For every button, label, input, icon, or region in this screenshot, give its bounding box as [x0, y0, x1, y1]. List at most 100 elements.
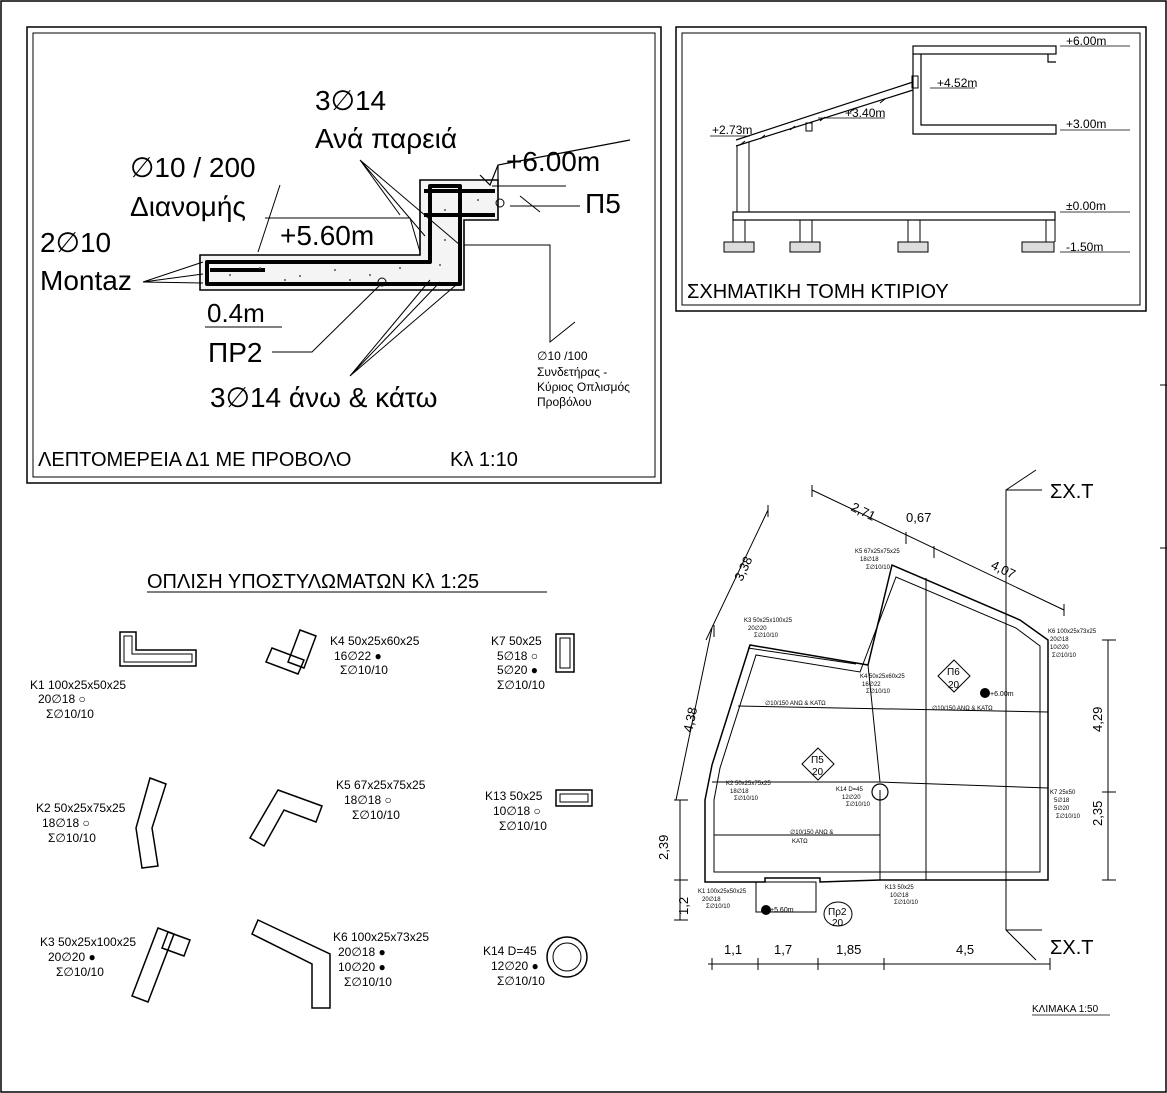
- column-k5-name: K5 67x25x75x25: [336, 778, 426, 792]
- column-k7-name: K7 50x25: [491, 634, 542, 648]
- rebar-main: [205, 184, 462, 286]
- detail-stirrup-3: Κύριος Οπλισμός: [537, 380, 630, 394]
- plan-k14-bars: 12∅20: [842, 794, 861, 801]
- plan-k7-bars-2: 5∅20: [1054, 805, 1070, 812]
- plan-k4-stirrups: Σ∅10/10: [866, 688, 891, 695]
- columns-panel: ΟΠΛΙΣΗ ΥΠΟΣΤΥΛΩΜΑΤΩΝ Κλ 1:25 K1 100x25x5…: [30, 571, 593, 1009]
- plan-k14-name: K14 D=45: [836, 787, 864, 793]
- plan-k6-name: K6 100x25x73x25: [1048, 629, 1097, 635]
- section-level-340: +3.40m: [845, 106, 885, 120]
- plan-dim-067: 0,67: [906, 510, 931, 525]
- plan-k7-stirrups: Σ∅10/10: [1056, 813, 1081, 820]
- plan-dim-235: 2,35: [1090, 801, 1105, 826]
- plan-dim-438: 4,38: [680, 706, 700, 734]
- column-k13-shape: [555, 789, 593, 807]
- plan-k7-name: K7 25x50: [1050, 790, 1076, 796]
- plan-k13-stirrups: Σ∅10/10: [894, 899, 919, 906]
- column-k14-stirrups: Σ∅10/10: [497, 974, 545, 988]
- plan-k4-bars: 16∅22: [862, 681, 881, 688]
- detail-montaz-note: Montaz: [40, 265, 132, 296]
- plan-slab-p6: Π6 20: [937, 659, 971, 693]
- column-k6-name: K6 100x25x73x25: [333, 930, 429, 944]
- plan-slab-p5-thickness: 20: [812, 767, 824, 778]
- column-k14-name: K14 D=45: [483, 944, 537, 958]
- section-level-300: +3.00m: [1066, 117, 1106, 131]
- column-k14-bars: 12∅20 ●: [491, 959, 539, 973]
- plan-slab-p6-thickness: 20: [948, 680, 960, 691]
- section-level-150: -1.50m: [1066, 240, 1103, 254]
- column-k1-stirrups: Σ∅10/10: [46, 707, 94, 721]
- plan-k7-bars-1: 5∅18: [1054, 797, 1070, 804]
- detail-bar-top-note: Ανά παρειά: [315, 123, 457, 154]
- column-k2-shape: [135, 777, 167, 869]
- column-k5-stirrups: Σ∅10/10: [352, 808, 400, 822]
- plan-k2-bars: 18∅18: [730, 788, 749, 795]
- columns-title: ΟΠΛΙΣΗ ΥΠΟΣΤΥΛΩΜΑΤΩΝ Κλ 1:25: [147, 571, 479, 593]
- detail-level-upper: +6.00m: [506, 146, 600, 177]
- plan-k5-bars: 18∅18: [860, 556, 879, 563]
- column-k4-stirrups: Σ∅10/10: [340, 663, 388, 677]
- plan-dim-17: 1,7: [774, 942, 792, 957]
- plan-k6-bars-1: 20∅18: [1050, 636, 1069, 643]
- column-k13-bars: 10∅18 ○: [493, 804, 541, 818]
- plan-slab-p6-label: Π6: [947, 667, 960, 678]
- column-k1-bars: 20∅18 ○: [38, 692, 86, 706]
- section-level-273: +2.73m: [712, 123, 752, 137]
- column-k6-stirrups: Σ∅10/10: [344, 975, 392, 989]
- column-k7-bars-2: 5∅20 ●: [497, 663, 538, 677]
- detail-panel: 3∅14 Ανά παρειά ∅10 / 200 Διανομής 2∅10 …: [26, 26, 662, 484]
- column-k2-name: K2 50x25x75x25: [36, 801, 126, 815]
- plan-k2-name: K2 50x25x75x25: [726, 781, 771, 787]
- plan-dim-271: 2,71: [849, 499, 878, 524]
- detail-stirrup-1: ∅10 /100: [537, 349, 588, 363]
- column-k1-name: K1 100x25x50x25: [30, 678, 126, 692]
- column-k6-bars-1: 20∅18 ●: [338, 945, 386, 959]
- detail-beam-label: Π5: [585, 188, 621, 219]
- column-k6-bars-2: 10∅20 ●: [338, 960, 386, 974]
- plan-dim-11: 1,1: [724, 942, 742, 957]
- plan-panel: ΣΧ.Τ ΣΧ.Τ Π5 20 Π6 20 Πρ2 20 +6.00m +5.6…: [656, 469, 1116, 1016]
- plan-k13-bars: 10∅18: [890, 892, 909, 899]
- detail-stirrup-4: Προβόλου: [537, 395, 592, 409]
- plan-section-cut-bottom: ΣΧ.Τ: [1050, 937, 1093, 959]
- plan-k1-stirrups: Σ∅10/10: [706, 903, 731, 910]
- column-k13-name: K13 50x25: [485, 789, 543, 803]
- section-level-600: +6.00m: [1066, 34, 1106, 48]
- detail-scale: Κλ 1:10: [450, 449, 518, 471]
- section-panel: +6.00m +4.52m +3.40m +3.00m +2.73m ±0.00…: [675, 26, 1147, 312]
- plan-slab-p5-label: Π5: [811, 755, 824, 766]
- column-k7-stirrups: Σ∅10/10: [497, 678, 545, 692]
- column-k2-bars: 18∅18 ○: [42, 816, 90, 830]
- detail-montaz-bar: 2∅10: [40, 227, 111, 258]
- column-k5-shape: [248, 789, 323, 848]
- section-title: ΣΧΗΜΑΤΙΚΗ ΤΟΜΗ ΚΤΙΡΙΟΥ: [687, 281, 949, 303]
- column-k5-bars: 18∅18 ○: [344, 793, 392, 807]
- plan-k13-name: K13 50x25: [885, 885, 914, 891]
- detail-level-lower: +5.60m: [280, 220, 374, 251]
- rebar-upper: [424, 189, 495, 217]
- column-k2-stirrups: Σ∅10/10: [48, 831, 96, 845]
- plan-dim-45: 4,5: [956, 942, 974, 957]
- detail-bar-top: 3∅14: [315, 85, 386, 116]
- detail-stirrup-2: Συνδετήρας -: [537, 365, 607, 379]
- plan-k6-bars-2: 10∅20: [1050, 644, 1069, 651]
- detail-width: 0.4m: [207, 298, 265, 328]
- column-k3-bars: 20∅20 ●: [48, 950, 96, 964]
- plan-section-cut-top: ΣΧ.Τ: [1050, 481, 1093, 503]
- column-k13-stirrups: Σ∅10/10: [499, 819, 547, 833]
- plan-dim-429: 4,29: [1090, 707, 1105, 732]
- section-level-000: ±0.00m: [1066, 199, 1106, 213]
- column-k4-shape: [265, 629, 317, 675]
- detail-dist-bar: ∅10 / 200: [130, 152, 256, 183]
- plan-level-560: +5.60m: [770, 907, 794, 914]
- detail-slab-label: ΠΡ2: [208, 337, 262, 368]
- plan-dim-185: 1,85: [836, 942, 861, 957]
- column-k14-shape: [546, 936, 588, 978]
- plan-k5-stirrups: Σ∅10/10: [866, 564, 891, 571]
- plan-level-600: +6.00m: [990, 691, 1014, 698]
- detail-dist-note: Διανομής: [130, 191, 246, 222]
- plan-k2-stirrups: Σ∅10/10: [734, 795, 759, 802]
- plan-slab-p5: Π5 20: [801, 747, 835, 781]
- column-k6-shape: [251, 918, 331, 1009]
